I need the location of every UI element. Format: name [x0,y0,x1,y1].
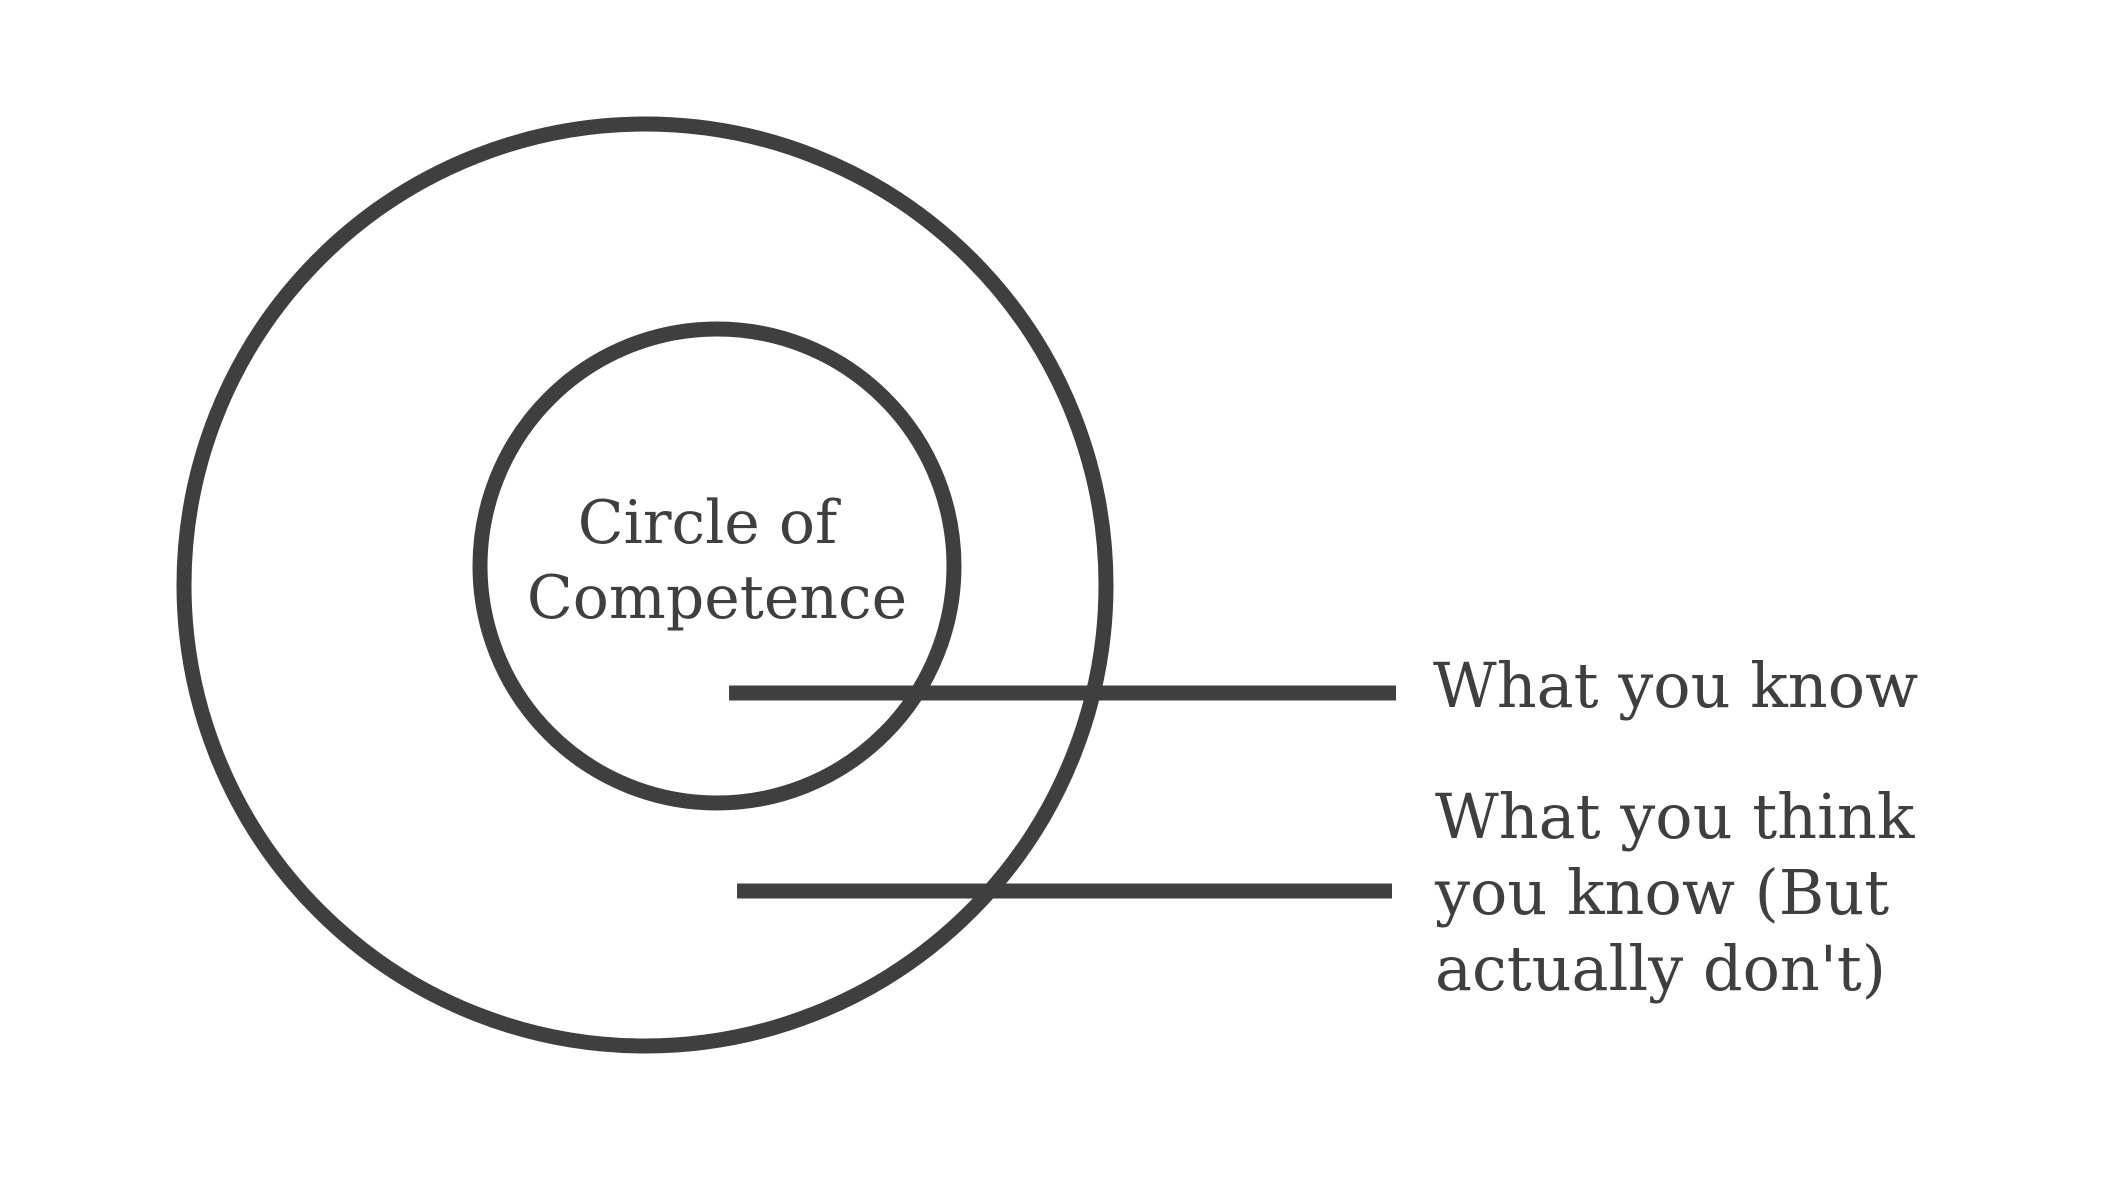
callout-label-what-you-think-line-3: actually don't) [1435,932,1886,1005]
callout-label-what-you-know-line-1: What you know [1433,649,1918,722]
callout-label-what-you-know: What you know [1433,649,1918,722]
callout-label-what-you-think-line-2: you know (But [1434,856,1889,929]
callout-label-what-you-think-you-know: What you think you know (But actually do… [1434,780,1934,1005]
center-label-line-2: Competence [527,563,907,633]
center-label: Circle of Competence [527,488,907,633]
callout-label-what-you-think-line-1: What you think [1435,780,1915,853]
center-label-line-1: Circle of [578,488,841,558]
outer-circle [176,116,1114,1054]
inner-circle [472,321,962,811]
